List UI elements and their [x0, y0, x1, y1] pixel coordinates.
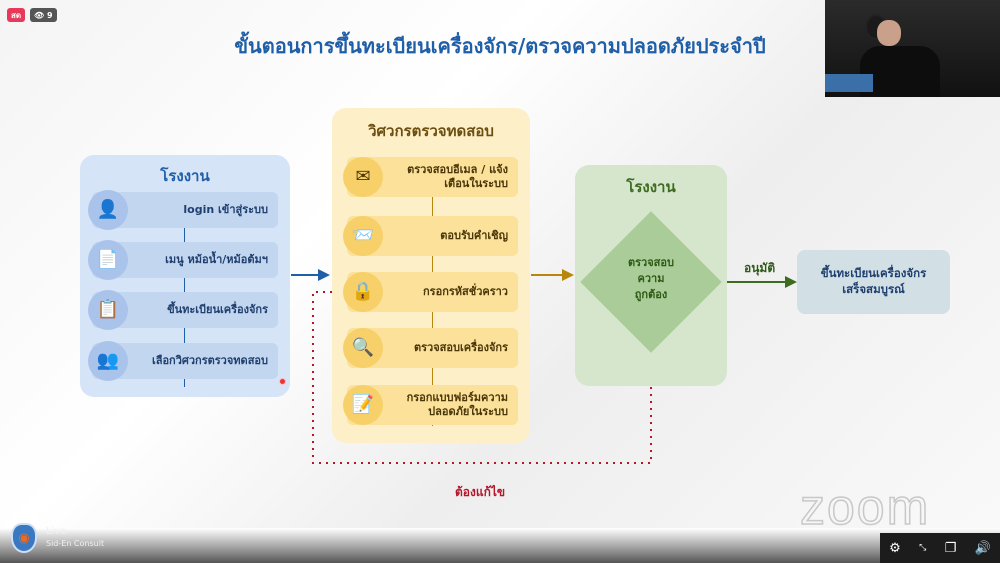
person-avatar	[877, 20, 901, 46]
viewer-count-badge: 👁 9	[30, 8, 57, 22]
zoom-watermark: zoom	[799, 478, 931, 536]
factory-panel: โรงงาน 👤login เข้าสู่ระบบ 📄เมนู หม้อน้ำ/…	[80, 155, 290, 397]
email-icon: ✉	[343, 157, 383, 197]
form-pen-icon: 📝	[343, 385, 383, 425]
channel-logo: ◉	[11, 523, 37, 553]
step-safety-form: 📝กรอกแบบฟอร์มความปลอดภัยในระบบ	[343, 385, 518, 425]
step-select-engineer: 👥เลือกวิศวกรตรวจทดสอบ	[88, 341, 278, 381]
step-menu: 📄เมนู หม้อน้ำ/หม้อต้มฯ	[88, 240, 278, 280]
document-icon: 📄	[88, 240, 128, 280]
step-check-email: ✉ตรวจสอบอีเมล / แจ้งเตือนในระบบ	[343, 157, 518, 197]
magnifier-icon: 🔍	[343, 328, 383, 368]
minimize-icon[interactable]: ⤡	[919, 543, 927, 553]
lock-password-icon: 🔒	[343, 272, 383, 312]
page-title: ขั้นตอนการขึ้นทะเบียนเครื่องจักร/ตรวจควา…	[234, 34, 766, 58]
step-temp-password: 🔒กรอกรหัสชั่วคราว	[343, 272, 518, 312]
viewer-count: 9	[46, 10, 53, 20]
engineer-panel: วิศวกรตรวจทดสอบ ✉ตรวจสอบอีเมล / แจ้งเตือ…	[332, 108, 530, 443]
needs-fix-label: ต้องแก้ไข	[455, 485, 506, 499]
live-badge: สด	[7, 8, 26, 22]
step-login: 👤login เข้าสู่ระบบ	[88, 190, 278, 230]
meeting-icon: 👥	[88, 341, 128, 381]
player-controls: ⚙ ⤡ ❐ 🔊	[880, 533, 1000, 563]
send-mail-icon: 📨	[343, 216, 383, 256]
bottom-bar	[0, 528, 1000, 563]
live-label: Live	[46, 526, 67, 537]
step-register: 📋ขึ้นทะเบียนเครื่องจักร	[88, 290, 278, 330]
step-inspect-machine: 🔍ตรวจสอบเครื่องจักร	[343, 328, 518, 368]
approve-label: อนุมัติ	[744, 261, 776, 275]
checklist-pencil-icon: 📋	[88, 290, 128, 330]
user-laptop-icon: 👤	[88, 190, 128, 230]
decision-text: ตรวจสอบความถูกต้อง	[628, 256, 674, 301]
webcam-video	[825, 0, 1000, 97]
step-accept-invite: 📨ตอบรับคำเชิญ	[343, 216, 518, 256]
result-box: ขึ้นทะเบียนเครื่องจักรเสร็จสมบูรณ์	[797, 250, 950, 314]
channel-name: Sid-En Consult	[46, 539, 105, 548]
picture-in-picture-icon[interactable]: ❐	[944, 540, 957, 556]
factory-header: โรงงาน	[160, 167, 210, 185]
volume-icon[interactable]: 🔊	[974, 540, 991, 556]
cursor-dot	[279, 378, 286, 385]
settings-gear-icon[interactable]: ⚙	[889, 540, 901, 556]
eye-icon: 👁	[34, 10, 47, 20]
review-header: โรงงาน	[626, 178, 676, 196]
engineer-header: วิศวกรตรวจทดสอบ	[368, 122, 494, 140]
arrow-needs-fix	[312, 286, 652, 464]
